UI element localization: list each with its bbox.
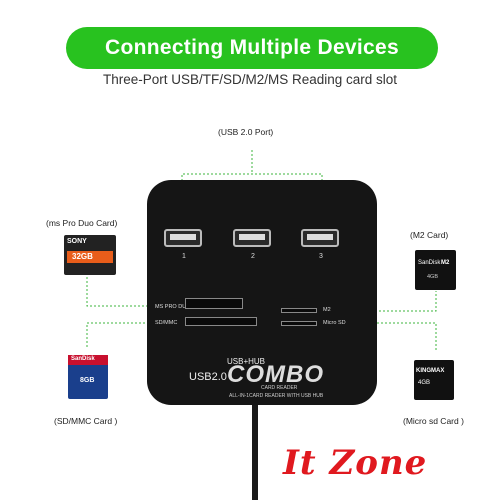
usb-port-3 bbox=[301, 229, 339, 247]
sd-mmc-label: (SD/MMC Card ) bbox=[54, 416, 118, 426]
ms-guide-line bbox=[86, 277, 152, 307]
m2-slot-label: M2 bbox=[323, 307, 331, 313]
usb-hub-text: USB+HUB bbox=[227, 357, 266, 366]
sd-guide-line bbox=[86, 322, 152, 347]
brand-logo: It Zone bbox=[283, 443, 428, 483]
sd-mmc-slot bbox=[185, 317, 257, 326]
port-number-1: 1 bbox=[182, 253, 186, 260]
card-reader-text: CARD READER bbox=[261, 385, 298, 391]
usb-port-2 bbox=[233, 229, 271, 247]
micro-sd-slot-label: Micro SD bbox=[323, 320, 346, 326]
ms-card-capacity: 32GB bbox=[72, 252, 93, 261]
sd-card-capacity: 8GB bbox=[80, 377, 95, 384]
ms-pro-duo-slot bbox=[185, 298, 243, 309]
sd-card: SanDisk 8GB bbox=[68, 355, 108, 399]
subtitle: Three-Port USB/TF/SD/M2/MS Reading card … bbox=[102, 72, 398, 87]
m2-card-capacity: 4GB bbox=[427, 274, 439, 280]
micro-card-brand: KINGMAX bbox=[416, 368, 445, 374]
m2-card-brand: SanDisk bbox=[418, 260, 441, 266]
m2-card-type: M2 bbox=[441, 260, 450, 266]
card-reader-hub: 1 2 3 MS PRO DUO SD/MMC M2 Micro SD USB+… bbox=[147, 180, 377, 405]
combo-logo: COMBO bbox=[227, 361, 324, 388]
microsd-guide-line bbox=[345, 322, 437, 350]
ms-card-brand: SONY bbox=[67, 238, 87, 245]
headline-banner: Connecting Multiple Devices bbox=[66, 27, 438, 69]
port-number-2: 2 bbox=[251, 253, 255, 260]
micro-card-capacity: 4GB bbox=[418, 380, 431, 386]
micro-sd-card: KINGMAX 4GB bbox=[414, 360, 454, 400]
headline-text: Connecting Multiple Devices bbox=[105, 36, 399, 59]
m2-slot bbox=[281, 308, 317, 313]
usb20-text: USB2.0 bbox=[189, 371, 227, 383]
sd-card-brand: SanDisk bbox=[71, 356, 95, 362]
sd-mmc-slot-label: SD/MMC bbox=[155, 320, 178, 326]
ms-pro-duo-label: (ms Pro Duo Card) bbox=[46, 218, 118, 228]
ms-pro-duo-slot-label: MS PRO DUO bbox=[155, 304, 191, 310]
usb-port-label: (USB 2.0 Port) bbox=[218, 127, 274, 137]
tagline-text: ALL-IN-1CARD READER WITH USB HUB bbox=[229, 393, 324, 399]
usb-port-1 bbox=[164, 229, 202, 247]
usb-cable bbox=[252, 404, 258, 500]
micro-sd-slot bbox=[281, 321, 317, 326]
m2-card: SanDisk M2 4GB bbox=[415, 250, 456, 290]
port-number-3: 3 bbox=[319, 253, 323, 260]
m2-card-label: (M2 Card) bbox=[410, 230, 449, 240]
ms-pro-duo-card: SONY 32GB bbox=[64, 235, 116, 275]
micro-sd-label: (Micro sd Card ) bbox=[403, 416, 464, 426]
